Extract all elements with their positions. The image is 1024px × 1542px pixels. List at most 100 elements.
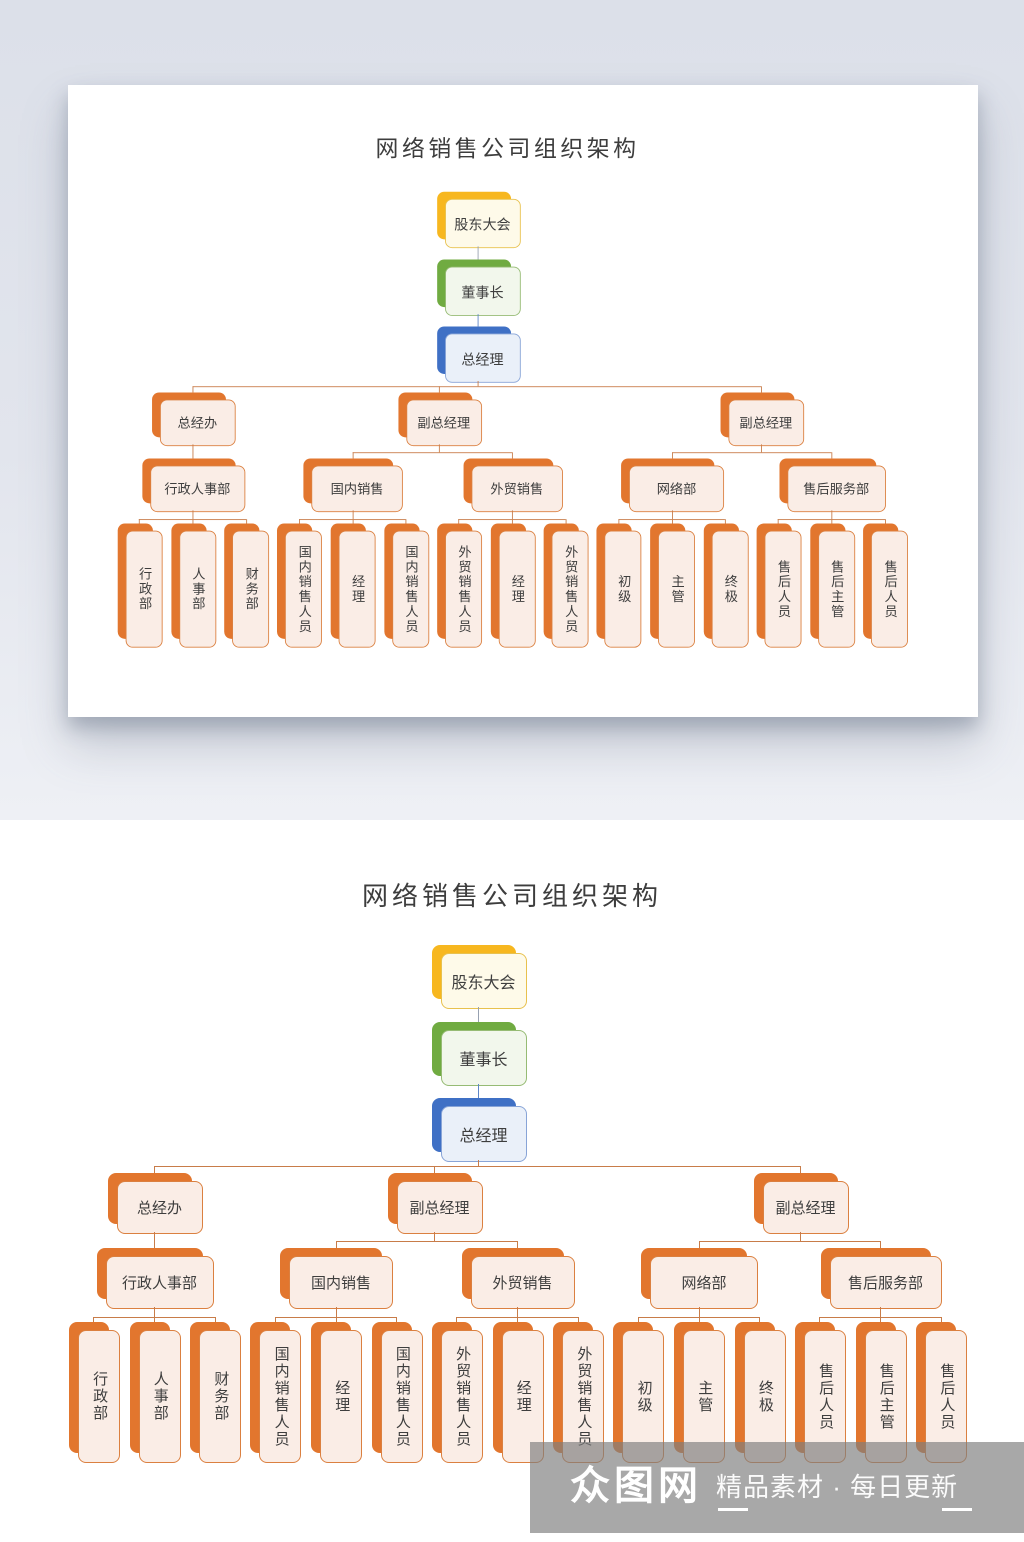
bracket-staff-drop [565, 519, 567, 524]
org-staff-1-1-0: 外贸销售人员 [431, 1322, 483, 1463]
bracket-staff [456, 1317, 578, 1318]
org-dept-2-0-box: 网络部 [629, 465, 725, 513]
org-staff-0-0-1-label: 人事部 [190, 566, 206, 612]
org-staff-2-1-1-box: 售后主管 [817, 530, 855, 648]
bracket-staff-drop [192, 519, 194, 524]
link-shareholders-chairman [478, 1007, 479, 1022]
org-staff-1-0-0: 国内销售人员 [277, 523, 323, 648]
org-staff-2-0-1-label: 主管 [669, 574, 685, 605]
org-staff-2-0-1-box: 主管 [683, 1330, 725, 1463]
bracket-staff-drop [511, 519, 513, 524]
org-staff-0-0-0-label: 行政部 [137, 566, 153, 612]
link-dept-down [335, 1307, 337, 1317]
org-dept-1-1: 外贸销售 [463, 458, 563, 513]
watermark-bar: 众图网 精品素材 · 每日更新 [530, 1442, 1024, 1533]
bracket-staff [93, 1317, 215, 1318]
org-node-chairman-label: 董事长 [459, 1052, 508, 1069]
org-dept-2-0: 网络部 [621, 458, 725, 513]
org-staff-1-1-1-box: 经理 [501, 1330, 544, 1463]
bracket-depts-drop [698, 1241, 700, 1248]
org-staff-1-1-1: 经理 [492, 1322, 544, 1463]
bracket-staff [139, 519, 246, 521]
org-node-shareholders-meeting-box: 股东大会 [440, 953, 527, 1009]
org-staff-0-0-2-label: 财务部 [212, 1371, 230, 1422]
org-dept-2-0: 网络部 [641, 1248, 758, 1309]
org-node-general-manager-box: 总经理 [440, 1106, 527, 1162]
link-dept-down [831, 510, 833, 520]
bracket-level2-drop [800, 1166, 801, 1173]
org-staff-2-0-1-label: 主管 [696, 1379, 714, 1414]
chart-title: 网络销售公司组织架构 [375, 135, 640, 162]
link-branch-dept [192, 444, 194, 459]
bracket-staff-drop [831, 519, 833, 524]
org-staff-2-1-1-label: 售后主管 [829, 559, 845, 620]
org-dept-1-0: 国内销售 [280, 1248, 393, 1309]
bracket-staff [274, 1317, 397, 1318]
org-staff-2-0-0: 初级 [596, 523, 642, 648]
bracket-level2-drop [154, 1166, 155, 1173]
org-dept-2-0-label: 网络部 [681, 1275, 727, 1292]
org-staff-1-1-2-box: 外贸销售人员 [562, 1330, 605, 1463]
org-staff-1-1-2: 外贸销售人员 [543, 523, 589, 648]
org-branch-2: 副总经理 [720, 392, 804, 447]
bracket-staff [637, 1317, 760, 1318]
bracket-staff-drop [517, 1317, 518, 1322]
org-staff-0-0-0-label: 行政部 [91, 1371, 109, 1422]
link-chairman-gm [478, 1084, 479, 1098]
bracket-depts [671, 452, 832, 454]
org-branch-0-label: 总经办 [177, 416, 218, 432]
bracket-staff-drop [819, 1317, 821, 1322]
org-staff-1-0-0-label: 国内销售人员 [296, 544, 312, 634]
link-chairman-gm [477, 314, 479, 327]
org-dept-2-1-box: 售后服务部 [786, 465, 886, 513]
org-staff-1-0-2-label: 国内销售人员 [403, 544, 419, 634]
bracket-staff-drop [884, 519, 886, 524]
org-staff-1-0-1-box: 经理 [320, 1330, 362, 1463]
org-chart-large: 网络销售公司组织架构股东大会董事长总经理总经办行政人事部行政部人事部财务部副总经… [0, 860, 1024, 1475]
bracket-staff-drop [618, 519, 620, 524]
org-dept-0-0-box: 行政人事部 [105, 1256, 214, 1309]
bracket-staff [819, 1317, 941, 1318]
org-staff-0-0-2: 财务部 [224, 523, 270, 648]
org-staff-1-1-1-box: 经理 [498, 530, 536, 648]
org-staff-2-0-2-box: 终极 [711, 530, 749, 648]
org-staff-0-0-1-box: 人事部 [138, 1330, 181, 1463]
org-node-chairman: 董事长 [436, 259, 521, 316]
link-branch-dept [154, 1232, 155, 1248]
org-staff-1-1-2-label: 外贸销售人员 [575, 1345, 593, 1448]
org-staff-0-0-2-box: 财务部 [232, 530, 270, 648]
org-staff-2-0-2-label: 终极 [756, 1379, 774, 1414]
org-staff-1-1-1: 经理 [490, 523, 536, 648]
org-staff-1-1-0-label: 外贸销售人员 [456, 544, 472, 634]
bracket-staff-drop [698, 1317, 700, 1322]
org-staff-2-0-2: 终极 [703, 523, 749, 648]
bracket-depts-drop [517, 1241, 518, 1248]
link-gm-down [477, 381, 479, 387]
bracket-staff-drop [274, 1317, 276, 1322]
org-staff-1-1-1-label: 经理 [514, 1379, 532, 1414]
org-node-shareholders-meeting: 股东大会 [436, 191, 521, 249]
org-dept-2-1: 售后服务部 [820, 1248, 942, 1309]
org-staff-0-0-0-box: 行政部 [125, 530, 163, 648]
org-dept-2-1-box: 售后服务部 [829, 1256, 942, 1309]
org-staff-1-1-0: 外贸销售人员 [437, 523, 482, 648]
org-branch-1-box: 副总经理 [396, 1181, 483, 1234]
org-branch-1-box: 副总经理 [405, 399, 482, 447]
link-dept-down [671, 510, 673, 520]
org-dept-1-1-label: 外贸销售 [490, 482, 544, 498]
bracket-staff-drop [778, 519, 779, 524]
org-staff-2-1-2: 售后人员 [863, 523, 909, 648]
link-dept-down [192, 510, 194, 520]
org-staff-2-1-0: 售后人员 [756, 523, 802, 648]
org-staff-0-0-1-box: 人事部 [178, 530, 216, 648]
link-branch-down [434, 1232, 435, 1241]
bracket-staff-drop [759, 1317, 761, 1322]
bracket-staff-drop [154, 1317, 155, 1322]
org-staff-0-0-2: 财务部 [190, 1322, 242, 1463]
watermark-logo-text: 众图网 [570, 1464, 702, 1508]
bracket-depts-drop [880, 1241, 881, 1248]
org-staff-1-0-0-box: 国内销售人员 [259, 1330, 302, 1463]
bracket-level2-drop [434, 1166, 435, 1173]
bracket-depts-drop [831, 452, 833, 459]
